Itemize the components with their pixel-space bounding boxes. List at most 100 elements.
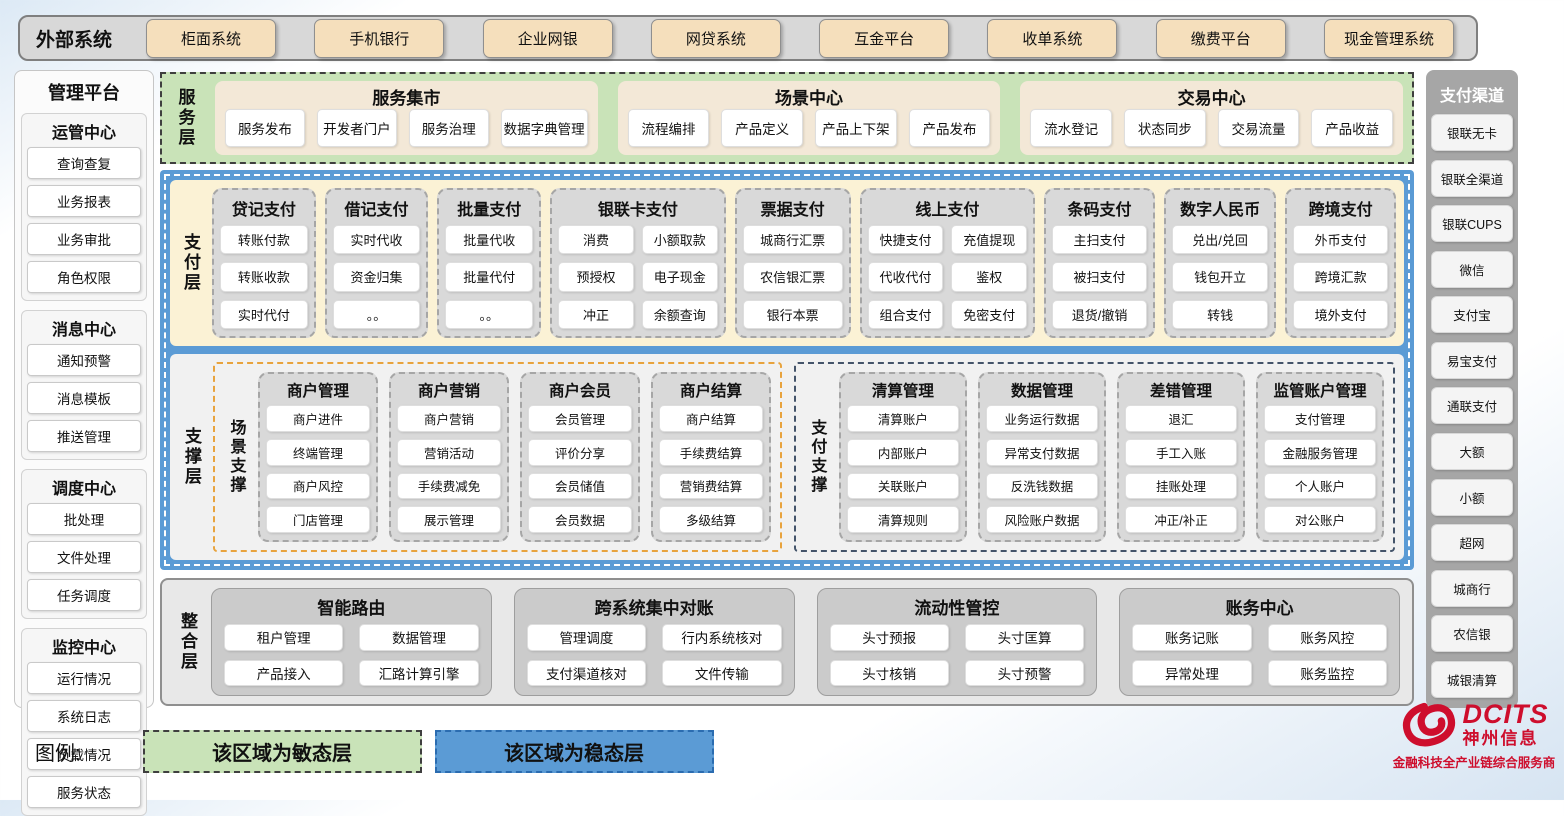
service-layer-label: 服务层 [175,88,195,148]
support-column-items: 会员管理评价分享会员储值会员数据 [527,405,632,533]
payment-item-box: 实时代付 [220,299,308,329]
management-group-title: 运管中心 [51,125,116,142]
support-item-box: 营销活动 [396,438,501,466]
payment-channel-box: 支付宝 [1431,296,1513,334]
payment-item-box: 主扫支付 [1052,225,1147,255]
integration-section-items: 头寸预报头寸匡算头寸核销头寸预警 [829,624,1085,686]
external-systems-list: 柜面系统手机银行企业网银网贷系统互金平台收单系统缴费平台现金管理系统 [146,18,1460,58]
support-item-box: 终端管理 [266,438,370,466]
management-item-box: 推送管理 [27,420,141,452]
payment-column-title: 银联卡支付 [597,202,678,219]
management-item-box: 批处理 [27,503,141,535]
integration-section-title: 流动性管控 [914,599,1000,618]
payment-column-items: 实时代收资金归集。。 [332,225,421,329]
support-item-box: 清算账户 [846,405,959,432]
stable-layer-container: 支付层 贷记支付转账付款转账收款实时代付借记支付实时代收资金归集。。批量支付批量… [160,170,1414,570]
payment-layer-label: 支付层 [181,233,200,293]
support-group-label: 场景支撑 [227,419,245,495]
support-layer-label: 支撑层 [182,427,201,487]
payment-column-title: 数字人民币 [1180,202,1261,219]
external-system-box: 互金平台 [819,18,950,58]
support-item-box: 个人账户 [1263,472,1376,500]
payment-column-items: 城商行汇票农信银汇票银行本票 [742,225,843,329]
payment-column-items: 批量代收批量代付。。 [445,225,534,329]
support-item-box: 业务运行数据 [985,405,1098,432]
support-column-title: 清算管理 [871,383,934,400]
support-column-title: 商户结算 [679,383,742,400]
payment-channel-box: 超网 [1431,524,1513,562]
support-group-scene: 场景支撑商户管理商户进件终端管理商户风控门店管理商户营销商户营销营销活动手续费减… [213,362,782,552]
payment-column-items: 转账付款转账收款实时代付 [220,225,308,329]
payment-item-box: 组合支付 [867,299,944,329]
service-section-title: 场景中心 [775,89,843,108]
payment-item-box: 免密支付 [951,299,1028,329]
support-column: 商户会员会员管理评价分享会员储值会员数据 [519,372,640,542]
management-group-items: 批处理文件处理任务调度 [27,503,141,611]
service-item-box: 交易流量 [1217,109,1300,147]
payment-channel-box: 易宝支付 [1431,341,1513,379]
support-item-box: 会员数据 [527,506,632,533]
management-item-box: 业务报表 [27,185,141,217]
payment-column: 票据支付城商行汇票农信银汇票银行本票 [734,188,851,338]
payment-column: 借记支付实时代收资金归集。。 [324,188,429,338]
payment-item-box: 转钱 [1171,299,1269,329]
integration-item-box: 头寸预报 [829,624,949,651]
service-section-title: 交易中心 [1177,89,1246,108]
support-column: 监管账户管理支付管理金融服务管理个人账户对公账户 [1255,372,1384,542]
support-column: 商户营销商户营销营销活动手续费减免展示管理 [388,372,509,542]
support-item-box: 异常支付数据 [985,438,1098,466]
external-system-box: 企业网银 [482,18,613,58]
support-item-box: 挂账处理 [1124,472,1237,500]
support-item-box: 风险账户数据 [985,506,1098,533]
support-item-box: 手续费减免 [396,472,501,500]
service-section: 场景中心流程编排产品定义产品上下架产品发布 [617,81,1001,155]
support-item-box: 反洗钱数据 [985,472,1098,500]
management-item-box: 任务调度 [27,579,141,611]
support-item-box: 会员储值 [527,472,632,500]
support-column: 差错管理退汇手工入账挂账处理冲正/补正 [1116,372,1245,542]
support-item-box: 评价分享 [527,438,632,466]
payment-item-box: 银行本票 [742,299,843,329]
support-layer-groups: 场景支撑商户管理商户进件终端管理商户风控门店管理商户营销商户营销营销活动手续费减… [213,362,1395,552]
integration-layer-label: 整合层 [178,612,197,672]
support-item-box: 手工入账 [1124,438,1237,466]
integration-section-title: 智能路由 [317,599,386,618]
payment-column-items: 兑出/兑回钱包开立转钱 [1171,225,1269,329]
payment-item-box: 退货/撤销 [1052,299,1147,329]
external-system-box: 缴费平台 [1155,18,1286,58]
integration-item-box: 行内系统核对 [662,624,782,651]
integration-item-box: 管理调度 [526,624,647,651]
payment-channel-box: 农信银 [1431,615,1513,653]
payment-channel-box: 银联全渠道 [1431,159,1513,197]
management-group: 调度中心批处理文件处理任务调度 [21,469,147,619]
dcits-swirl-icon [1400,701,1458,747]
integration-section: 账务中心账务记账账务风控异常处理账务监控 [1119,588,1400,696]
support-item-box: 会员管理 [527,405,632,432]
external-system-box: 现金管理系统 [1323,18,1454,58]
support-column: 商户管理商户进件终端管理商户风控门店管理 [258,372,378,542]
payment-channel-box: 城银清算 [1431,660,1513,698]
integration-section-title: 跨系统集中对账 [594,599,714,618]
management-group-items: 查询查复业务报表业务审批角色权限 [27,147,141,293]
support-item-box: 冲正/补正 [1124,506,1237,533]
payment-item-box: 代收代付 [867,262,944,292]
payment-channel-box: 通联支付 [1431,387,1513,425]
service-layer-sections: 服务集市服务发布开发者门户服务治理数据字典管理场景中心流程编排产品定义产品上下架… [215,81,1404,155]
service-item-box: 产品发布 [908,109,991,147]
payment-item-box: 预授权 [558,262,634,292]
payment-column-items: 快捷支付充值提现代收代付鉴权组合支付免密支付 [867,225,1028,329]
management-item-box: 查询查复 [27,147,141,179]
payment-item-box: 转账收款 [220,262,308,292]
integration-item-box: 头寸核销 [829,659,949,686]
service-section-items: 服务发布开发者门户服务治理数据字典管理 [225,109,588,147]
payment-item-box: 转账付款 [220,225,308,255]
external-system-box: 收单系统 [987,18,1118,58]
support-column-title: 商户营销 [417,383,480,400]
payment-column: 条码支付主扫支付被扫支付退货/撤销 [1044,188,1155,338]
support-item-box: 金融服务管理 [1263,438,1376,466]
support-column-title: 商户管理 [286,383,349,400]
payment-channel-box: 大额 [1431,433,1513,471]
support-column: 商户结算商户结算手续费结算营销费结算多级结算 [650,372,771,542]
support-column-items: 商户结算手续费结算营销费结算多级结算 [658,405,763,533]
